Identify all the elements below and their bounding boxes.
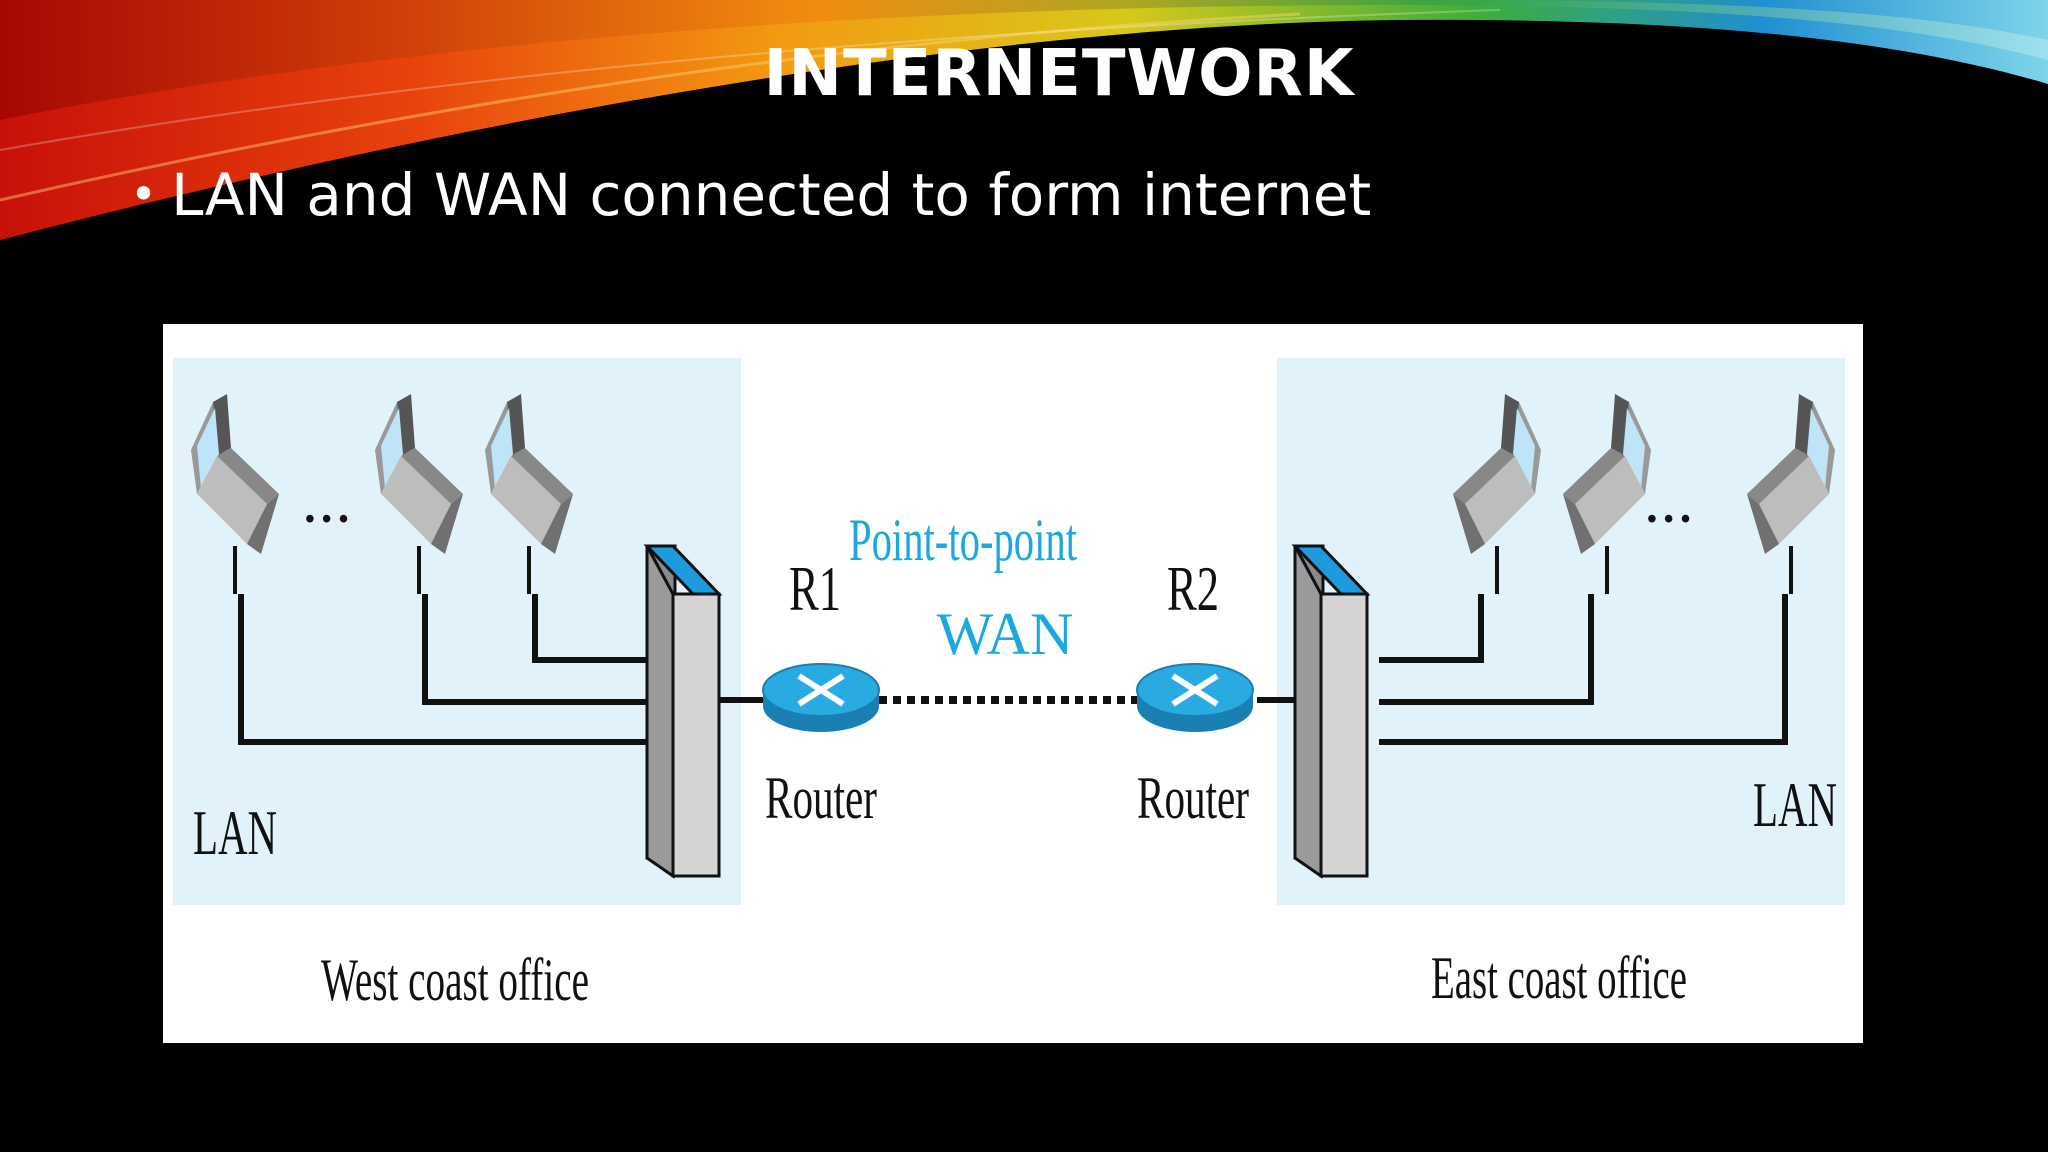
- east-lan-area: [1277, 358, 1845, 905]
- east-lan-label: LAN: [1753, 769, 1837, 840]
- bullet-item: •LAN and WAN connected to form internet: [130, 158, 1371, 231]
- router-r1-icon: [763, 664, 879, 732]
- wan-label-line2: WAN: [937, 601, 1074, 667]
- east-cable-1: [1379, 594, 1788, 745]
- router-r2-label: Router: [1137, 765, 1249, 831]
- router-r2-icon: [1137, 664, 1253, 732]
- east-switch-icon: [1291, 544, 1371, 879]
- internetwork-diagram: • • • • • • Point-to-point WAN R1 R2 Rou…: [163, 324, 1863, 1043]
- router-r2-id: R2: [1167, 553, 1219, 624]
- west-ellipsis: • • •: [305, 504, 348, 535]
- east-cable-3: [1379, 594, 1484, 663]
- east-office-label: East coast office: [1431, 945, 1687, 1011]
- west-cable-1: [238, 594, 647, 745]
- east-ellipsis: • • •: [1647, 504, 1690, 535]
- decorative-swoosh-banner: [0, 0, 2048, 240]
- wan-label-line1: Point-to-point: [849, 507, 1077, 573]
- west-switch-icon: [643, 544, 723, 879]
- router-r1-label: Router: [765, 765, 877, 831]
- bullet-dot-icon: •: [130, 167, 158, 221]
- west-lan-label: LAN: [193, 797, 277, 868]
- bullet-text: LAN and WAN connected to form internet: [171, 161, 1372, 229]
- west-cable-3: [532, 594, 647, 663]
- west-cable-2: [422, 594, 647, 705]
- west-office-label: West coast office: [321, 947, 589, 1013]
- east-cable-2: [1379, 594, 1594, 705]
- router-r1-id: R1: [789, 553, 841, 624]
- slide-title: INTERNETWORK: [763, 37, 1355, 111]
